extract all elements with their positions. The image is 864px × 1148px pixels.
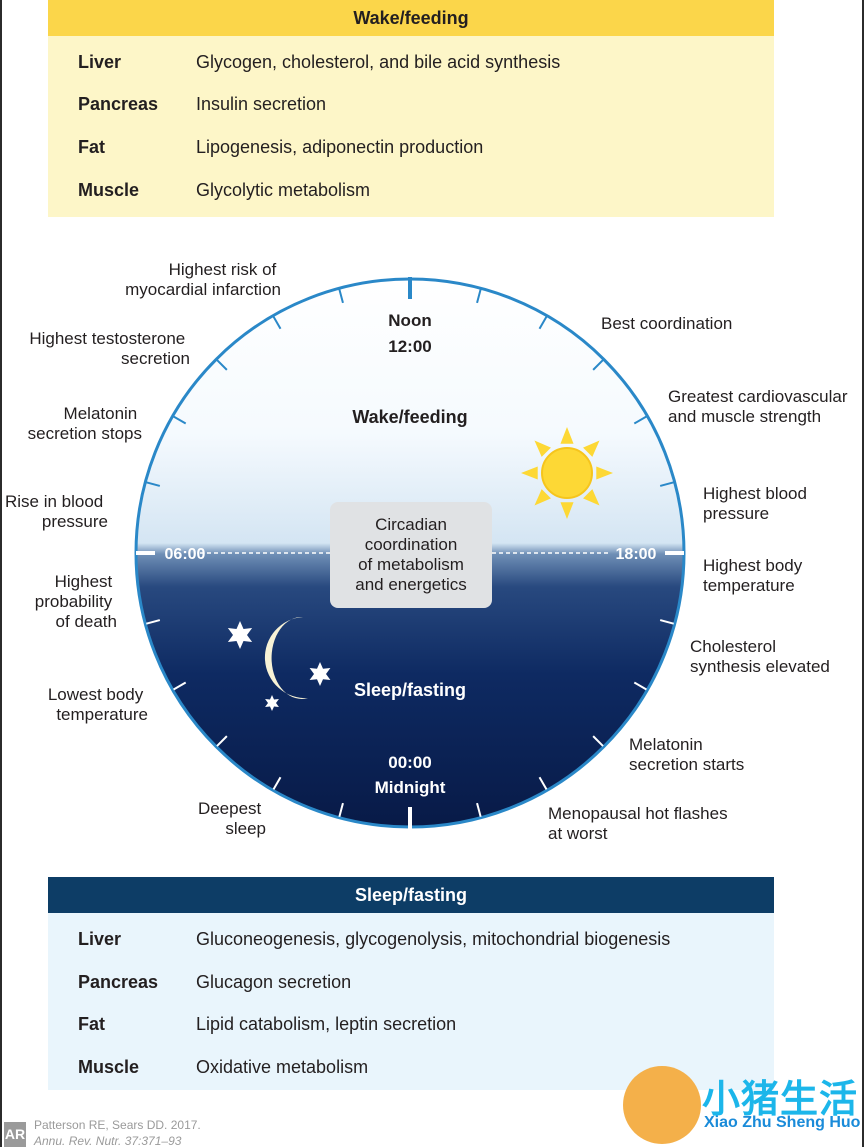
hour-tick xyxy=(633,681,647,691)
table-row: Pancreas Insulin secretion xyxy=(48,94,774,118)
citation-line: Patterson RE, Sears DD. 2017. xyxy=(34,1118,201,1132)
organ-function: Gluconeogenesis, glycogenolysis, mitocho… xyxy=(196,929,671,949)
hour-tick xyxy=(146,481,161,487)
noon-time: 12:00 xyxy=(388,337,431,356)
hour-tick xyxy=(476,289,482,304)
wake-feeding-table: Wake/feeding Liver Glycogen, cholesterol… xyxy=(48,0,774,217)
center-text: coordination xyxy=(365,535,458,554)
table-row: Muscle Glycolytic metabolism xyxy=(48,180,774,204)
star-icon xyxy=(227,621,253,649)
sleep-fasting-label: Sleep/fasting xyxy=(354,680,466,700)
center-text: Circadian xyxy=(375,515,447,534)
event-label-cardio: Greatest cardiovascular and muscle stren… xyxy=(668,387,852,426)
table-row: Liver Glycogen, cholesterol, and bile ac… xyxy=(48,52,774,76)
hour-tick xyxy=(216,359,228,371)
organ-label: Liver xyxy=(78,52,122,72)
hour-tick xyxy=(592,735,604,747)
event-label-high-temp: Highest body temperature xyxy=(703,556,807,595)
organ-function: Oxidative metabolism xyxy=(196,1057,369,1077)
organ-function: Lipogenesis, adiponectin production xyxy=(196,137,484,157)
event-label-melatonin-starts: Melatonin secretion starts xyxy=(629,735,744,774)
table-row: Fat Lipid catabolism, leptin secretion xyxy=(48,1014,774,1038)
organ-function: Glycolytic metabolism xyxy=(196,180,371,200)
time-1800-label: 18:00 xyxy=(616,546,657,563)
table-row: Pancreas Glucagon secretion xyxy=(48,972,774,996)
watermark-logo-icon xyxy=(623,1066,701,1144)
organ-label: Liver xyxy=(78,929,122,949)
annual-reviews-logo: AR xyxy=(4,1122,26,1147)
event-label-testosterone: Highest testosterone secretion xyxy=(29,329,190,368)
stars-icon xyxy=(227,621,331,711)
hour-tick xyxy=(272,316,282,330)
organ-label: Fat xyxy=(78,137,105,157)
sun-icon xyxy=(521,427,613,519)
hour-tick xyxy=(173,681,187,691)
sleep-fasting-table: Sleep/fasting Liver Gluconeogenesis, gly… xyxy=(48,877,774,1090)
event-label-high-bp: Highest blood pressure xyxy=(703,484,812,523)
event-label-myocardial: Highest risk of myocardial infarction xyxy=(125,260,281,299)
frame-border-right xyxy=(862,0,864,1147)
sleep-table-header: Sleep/fasting xyxy=(48,877,774,913)
hour-tick xyxy=(338,802,344,817)
organ-label: Pancreas xyxy=(78,94,159,114)
hour-tick xyxy=(659,481,674,487)
hour-tick xyxy=(272,776,282,790)
organ-label: Muscle xyxy=(78,1057,140,1077)
time-0600-label: 06:00 xyxy=(165,546,206,563)
hour-tick xyxy=(338,289,344,304)
organ-label: Muscle xyxy=(78,180,140,200)
wake-feeding-label: Wake/feeding xyxy=(352,407,467,427)
hour-tick xyxy=(173,415,187,425)
center-text: of metabolism xyxy=(358,555,464,574)
table-row: Fat Lipogenesis, adiponectin production xyxy=(48,137,774,161)
event-label-deep-sleep: Deepest sleep xyxy=(198,799,266,838)
event-label-bp-rise: Rise in blood pressure xyxy=(5,492,108,531)
star-icon xyxy=(265,695,279,711)
wake-table-header: Wake/feeding xyxy=(48,0,774,36)
clock-ticks xyxy=(136,277,684,829)
watermark-subtitle: Xiao Zhu Sheng Huo xyxy=(704,1114,861,1131)
organ-function: Lipid catabolism, leptin secretion xyxy=(196,1014,457,1034)
organ-function: Insulin secretion xyxy=(196,94,327,114)
organ-label: Fat xyxy=(78,1014,105,1034)
citation-line: Annu. Rev. Nutr. 37:371–93 xyxy=(34,1134,182,1148)
hour-tick xyxy=(146,619,161,625)
event-label-low-temp: Lowest body temperature xyxy=(48,685,148,724)
event-label-death: Highest probability of death xyxy=(35,572,117,631)
star-icon xyxy=(309,662,331,686)
table-row: Liver Gluconeogenesis, glycogenolysis, m… xyxy=(48,929,774,953)
midnight-label: Midnight xyxy=(375,778,446,797)
organ-function: Glucagon secretion xyxy=(196,972,352,992)
hour-tick xyxy=(659,619,674,625)
table-row: Muscle Oxidative metabolism xyxy=(48,1057,774,1081)
hour-tick xyxy=(476,802,482,817)
hour-tick xyxy=(592,359,604,371)
midnight-time: 00:00 xyxy=(388,753,431,772)
hour-tick xyxy=(538,316,548,330)
noon-label: Noon xyxy=(388,311,431,330)
hour-tick xyxy=(538,776,548,790)
event-label-cholesterol: Cholesterol synthesis elevated xyxy=(690,637,830,676)
watermark-title: 小猪生活 xyxy=(702,1077,859,1121)
hour-tick xyxy=(216,735,228,747)
organ-label: Pancreas xyxy=(78,972,159,992)
center-text: and energetics xyxy=(355,575,467,594)
center-box xyxy=(330,502,492,608)
event-label-menopausal: Menopausal hot flashes at worst xyxy=(548,804,732,843)
frame-border-left xyxy=(0,0,2,1147)
event-label-melatonin-stops: Melatonin secretion stops xyxy=(28,404,142,443)
organ-function: Glycogen, cholesterol, and bile acid syn… xyxy=(196,52,561,72)
hour-tick xyxy=(633,415,647,425)
event-label-coordination: Best coordination xyxy=(601,314,732,333)
